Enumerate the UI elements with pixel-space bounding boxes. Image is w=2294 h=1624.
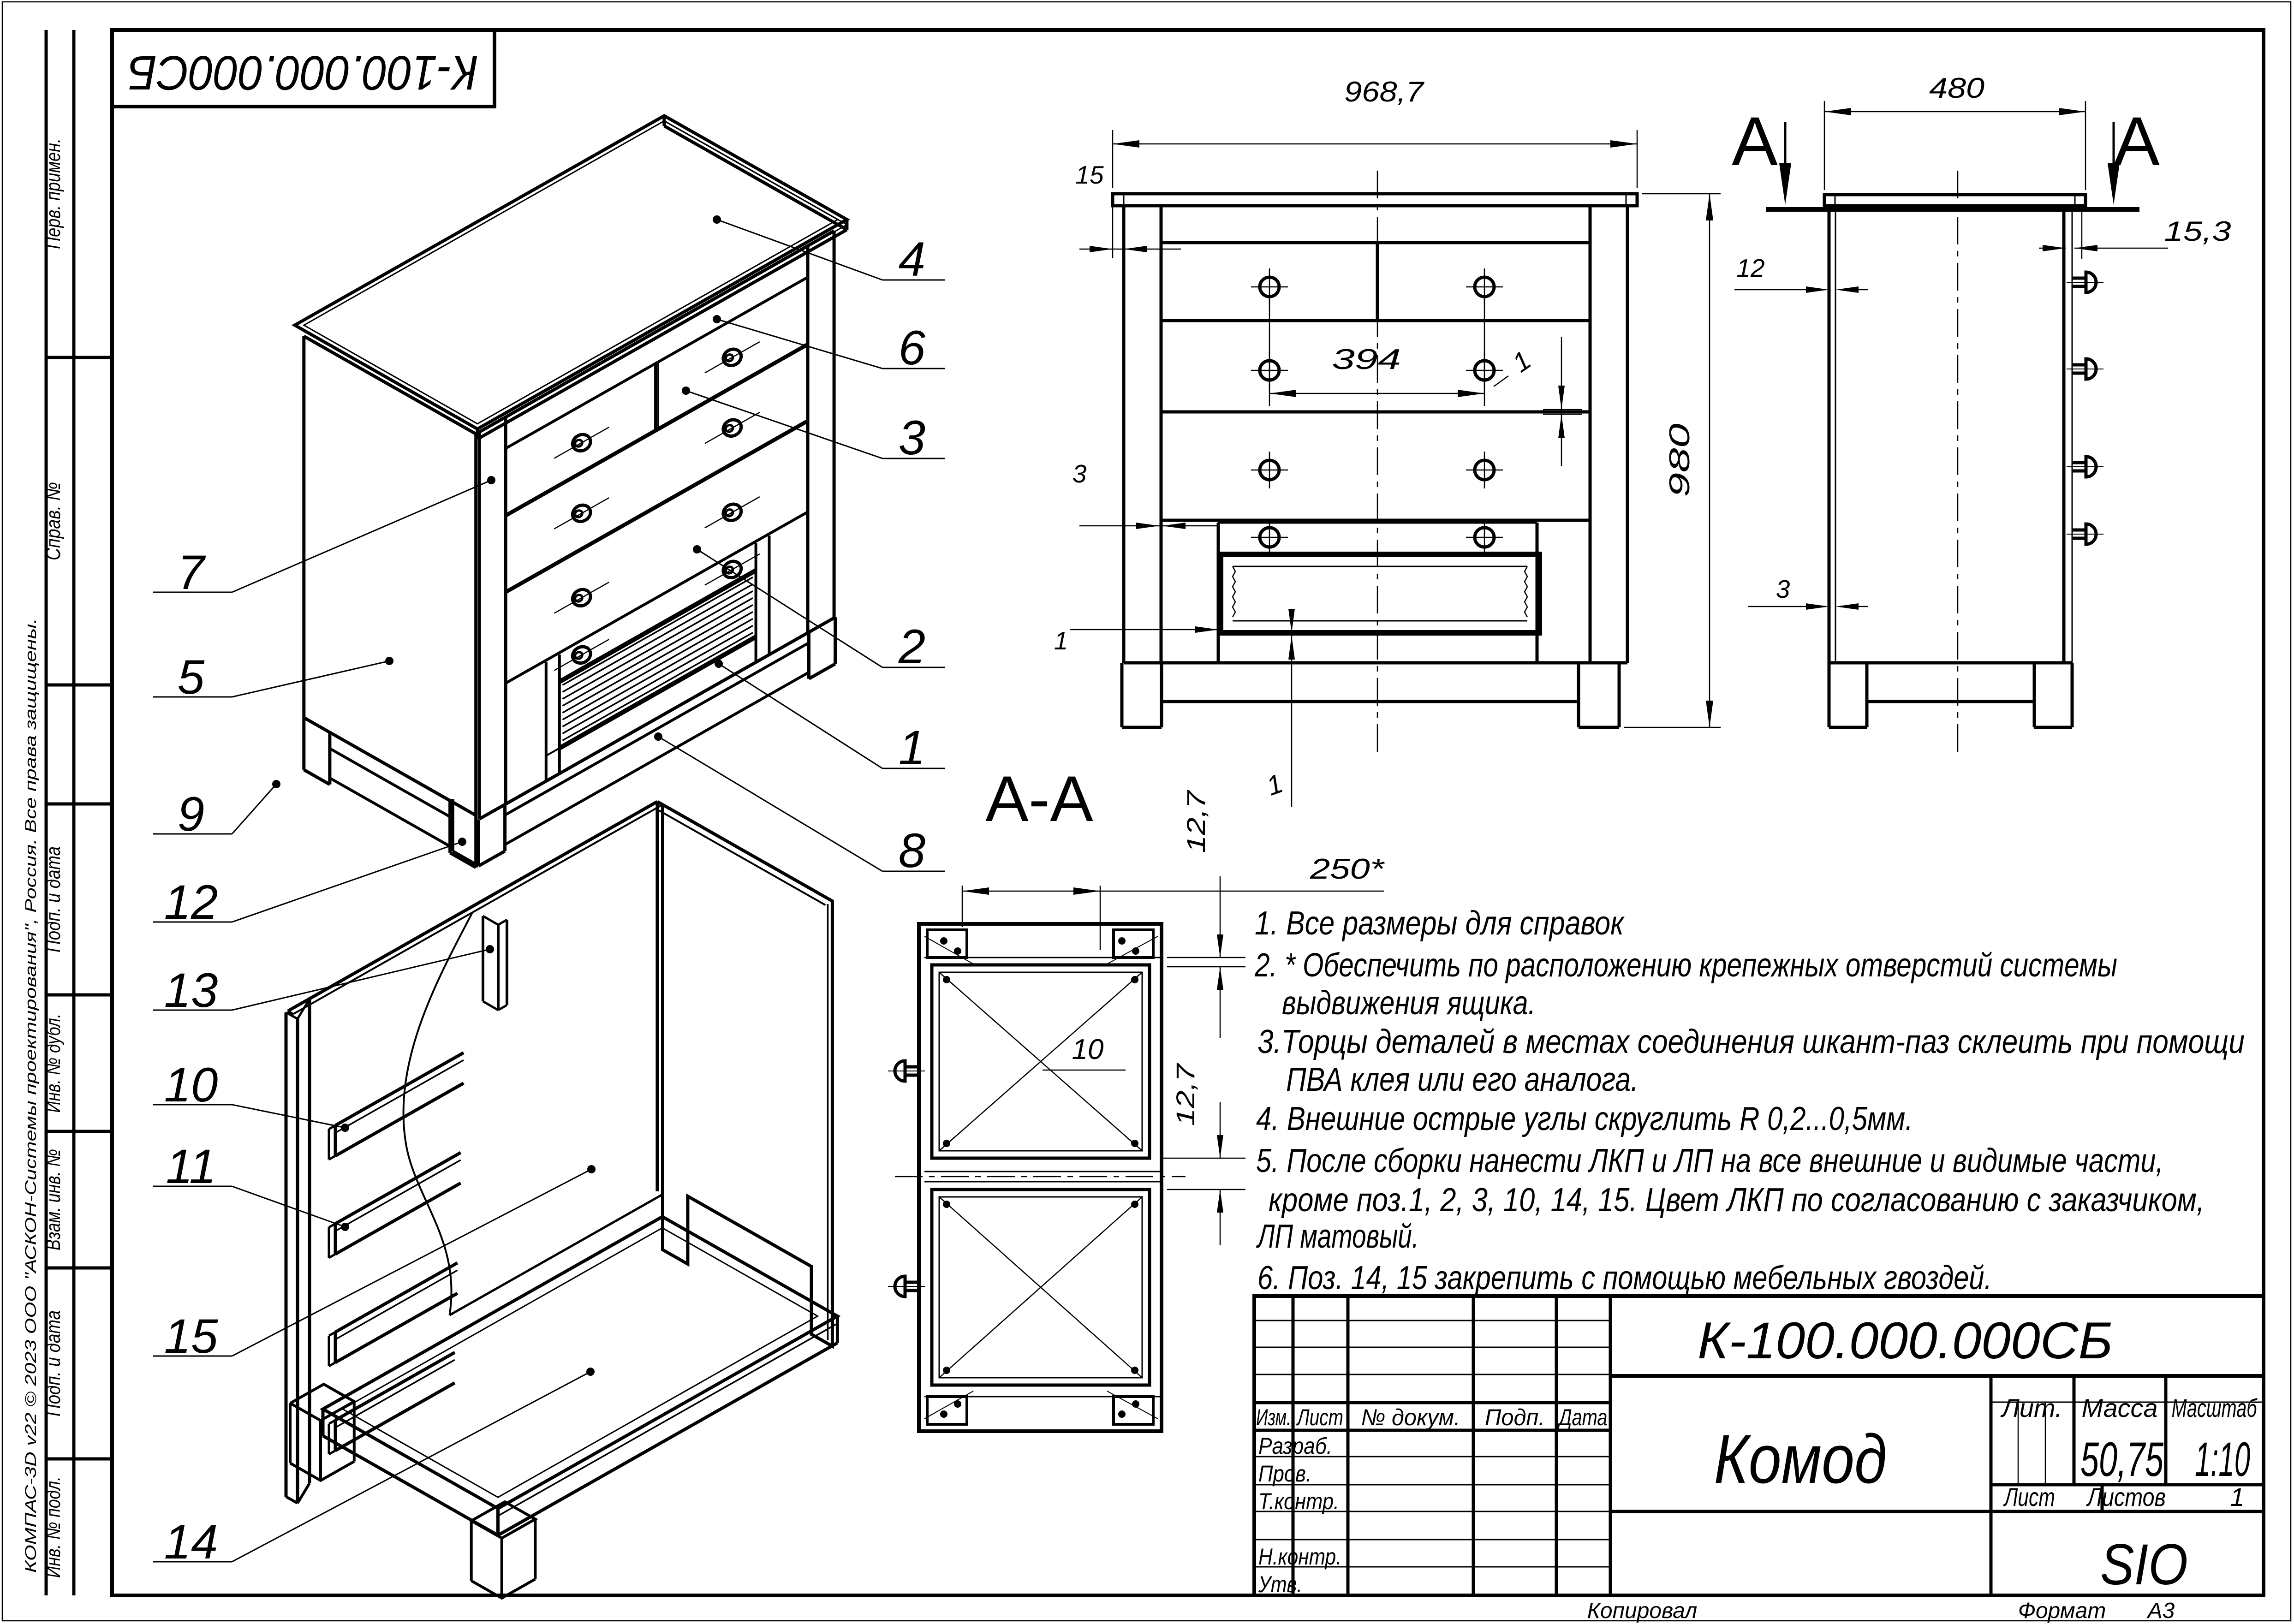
svg-text:1: 1: [1054, 626, 1068, 655]
svg-text:SIO: SIO: [2100, 1533, 2188, 1597]
svg-text:50,75: 50,75: [2080, 1433, 2163, 1487]
svg-text:Т.контр.: Т.контр.: [1258, 1488, 1339, 1514]
svg-text:К-100.000.000СБ: К-100.000.000СБ: [1698, 1312, 2113, 1369]
svg-text:12: 12: [1736, 254, 1764, 282]
svg-text:Формат: Формат: [2018, 1599, 2106, 1623]
svg-text:Изм.: Изм.: [1256, 1404, 1291, 1430]
svg-text:А: А: [1732, 102, 1778, 180]
svg-text:Инв. № подл.: Инв. № подл.: [42, 1476, 65, 1578]
svg-text:14: 14: [164, 1515, 218, 1569]
svg-text:5. После сборки нанести ЛКП и: 5. После сборки нанести ЛКП и ЛП на все …: [1256, 1142, 2163, 1179]
svg-text:12: 12: [164, 875, 218, 929]
svg-text:Комод: Комод: [1714, 1420, 1887, 1498]
svg-text:Масса: Масса: [2082, 1393, 2158, 1422]
svg-text:ЛП матовый.: ЛП матовый.: [1256, 1218, 1419, 1255]
svg-text:А3: А3: [2146, 1599, 2175, 1623]
svg-text:3.Торцы деталей в местах соеди: 3.Торцы деталей в местах соединения шкан…: [1257, 1023, 2245, 1060]
svg-text:Разраб.: Разраб.: [1258, 1433, 1332, 1459]
svg-text:Масштаб: Масштаб: [2172, 1393, 2258, 1422]
svg-text:Подп.: Подп.: [1485, 1404, 1545, 1430]
svg-text:Утв.: Утв.: [1258, 1571, 1302, 1597]
svg-text:Листов: Листов: [2086, 1482, 2166, 1511]
svg-text:Пров.: Пров.: [1258, 1461, 1311, 1487]
svg-text:выдвижения ящика.: выдвижения ящика.: [1282, 985, 1536, 1022]
svg-text:А: А: [2114, 102, 2160, 180]
svg-text:К-100.000.000СБ: К-100.000.000СБ: [128, 46, 478, 100]
svg-text:Копировал: Копировал: [1587, 1599, 1698, 1623]
svg-text:5: 5: [178, 650, 205, 704]
svg-text:кроме поз.1, 2, 3, 10, 14, 15.: кроме поз.1, 2, 3, 10, 14, 15. Цвет ЛКП …: [1269, 1182, 2205, 1219]
svg-text:Дата: Дата: [1557, 1404, 1608, 1430]
svg-text:980: 980: [1664, 423, 1696, 497]
svg-text:15: 15: [164, 1309, 218, 1363]
svg-text:Инв. № дубл.: Инв. № дубл.: [42, 1014, 65, 1113]
svg-text:Лист: Лист: [2003, 1482, 2055, 1511]
svg-text:15,3: 15,3: [2164, 216, 2231, 247]
svg-text:А-А: А-А: [985, 762, 1093, 835]
svg-text:1: 1: [899, 721, 925, 775]
svg-text:3: 3: [899, 411, 925, 465]
svg-text:2. * Обеспечить по расположен: 2. * Обеспечить по расположению крепежны…: [1254, 947, 2117, 984]
svg-text:2: 2: [898, 620, 925, 674]
svg-text:1. Все размеры для справок: 1. Все размеры для справок: [1255, 905, 1625, 942]
svg-text:Подп. и дата: Подп. и дата: [42, 846, 65, 952]
svg-text:№ докум.: № докум.: [1361, 1404, 1460, 1430]
svg-text:250*: 250*: [1310, 853, 1385, 885]
svg-text:9: 9: [178, 787, 204, 841]
svg-text:10: 10: [1072, 1034, 1104, 1065]
svg-text:15: 15: [1075, 161, 1104, 189]
svg-text:ПВА клея или его аналога.: ПВА клея или его аналога.: [1286, 1061, 1639, 1098]
svg-text:10: 10: [164, 1058, 218, 1112]
svg-text:КОМПАС-3D v22 © 2023 ОО: КОМПАС-3D v22 © 2023 ООО "АСКОН-Системы …: [22, 618, 40, 1573]
svg-text:Справ. №: Справ. №: [42, 482, 65, 560]
svg-text:13: 13: [164, 964, 218, 1017]
svg-text:Лист: Лист: [1296, 1404, 1343, 1430]
svg-text:480: 480: [1929, 72, 1984, 104]
svg-text:Н.контр.: Н.контр.: [1258, 1544, 1341, 1570]
svg-text:4: 4: [899, 232, 925, 286]
svg-text:8: 8: [899, 824, 925, 878]
svg-text:1: 1: [2230, 1482, 2244, 1511]
svg-text:6. Поз. 14, 15 закрепить с пом: 6. Поз. 14, 15 закрепить с помощью мебел…: [1257, 1260, 1992, 1297]
svg-text:4. Внешние острые углы скругли: 4. Внешние острые углы скруглить R 0,2..…: [1256, 1101, 1913, 1137]
svg-text:11: 11: [166, 1140, 216, 1194]
svg-text:Подп. и дата: Подп. и дата: [42, 1310, 65, 1416]
svg-text:394: 394: [1332, 344, 1401, 375]
svg-text:Лит.: Лит.: [2000, 1393, 2062, 1422]
svg-text:Взам. инв. №: Взам. инв. №: [42, 1149, 65, 1250]
svg-text:1:10: 1:10: [2195, 1433, 2250, 1487]
svg-text:12,7: 12,7: [1181, 790, 1210, 853]
svg-text:968,7: 968,7: [1344, 76, 1425, 108]
svg-text:Перв. примен.: Перв. примен.: [42, 138, 65, 249]
svg-text:3: 3: [1776, 575, 1790, 603]
svg-text:6: 6: [899, 321, 926, 375]
svg-text:12,7: 12,7: [1171, 1063, 1200, 1126]
svg-text:7: 7: [178, 546, 206, 600]
svg-text:3: 3: [1073, 459, 1087, 488]
